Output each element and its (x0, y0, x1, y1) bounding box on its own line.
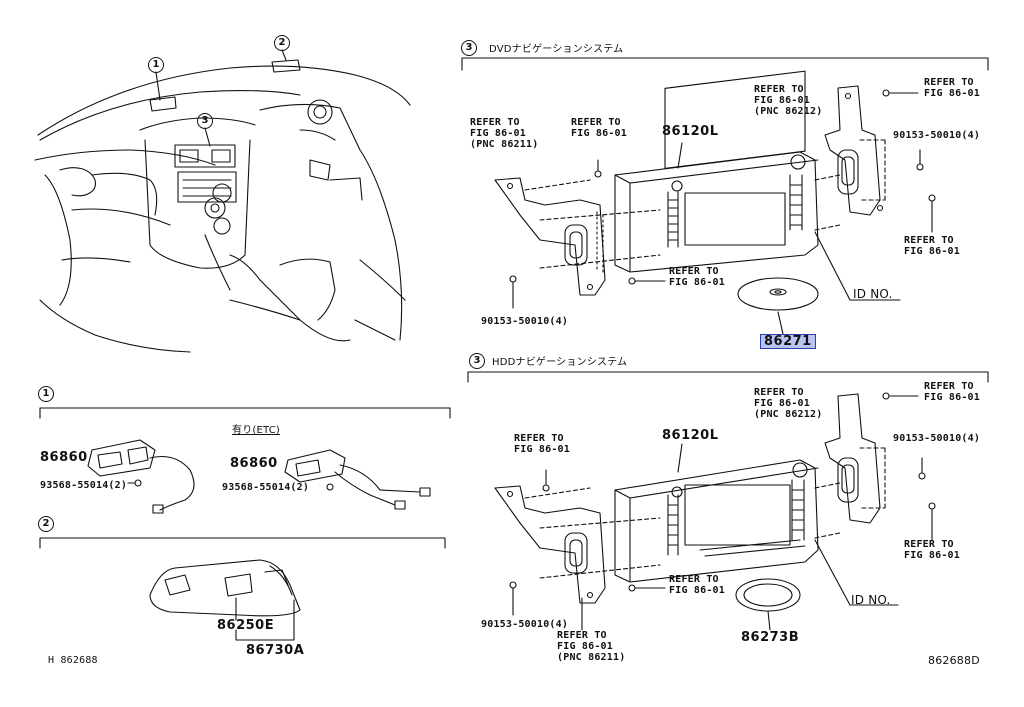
dvd-screw-left: 90153-50010(4) (481, 316, 569, 327)
section-2-number: 2 (38, 516, 54, 532)
dvd-ref-right-lower: REFER TO FIG 86-01 (904, 235, 960, 257)
dashboard-illustration (34, 49, 411, 353)
part-86730a: 86730A (246, 643, 305, 658)
hdd-part-86120l: 86120L (662, 428, 719, 443)
disc-part-86271[interactable]: 86271 (760, 334, 816, 349)
etc-label: 有り(ETC) (232, 425, 281, 436)
etc-unit-b-illustration (284, 449, 431, 510)
hdd-ref-bottom-mid: REFER TO FIG 86-01 (669, 574, 725, 596)
dvd-ref-top-right: REFER TO FIG 86-01 (PNC 86212) (754, 84, 823, 117)
hdd-ref-bottom-left: REFER TO FIG 86-01 (PNC 86211) (557, 630, 626, 663)
hdd-id-no-label: ID NO. (851, 593, 891, 607)
screw-93568-b: 93568-55014(2) (222, 482, 310, 493)
dvd-ref-bottom-mid: REFER TO FIG 86-01 (669, 266, 725, 288)
part-86860-a: 86860 (40, 450, 88, 465)
part-86250e: 86250E (217, 618, 275, 633)
page-code-right: 862688D (928, 654, 980, 667)
hdd-ref-far-right: REFER TO FIG 86-01 (924, 381, 980, 403)
hdd-ref-right-lower: REFER TO FIG 86-01 (904, 539, 960, 561)
section-1-number: 1 (38, 386, 54, 402)
dvd-part-86120l: 86120L (662, 124, 719, 139)
section-3-dvd-title: DVDナビゲーションシステム (489, 44, 624, 55)
hdd-ref-left-upper: REFER TO FIG 86-01 (514, 433, 570, 455)
page-code-left: H 862688 (48, 655, 98, 666)
room-lamp-illustration (149, 559, 301, 641)
hdd-screw-right: 90153-50010(4) (893, 433, 981, 444)
callout-3: 3 (197, 113, 213, 129)
callout-2: 2 (274, 35, 290, 51)
hdd-ref-top-right: REFER TO FIG 86-01 (PNC 86212) (754, 387, 823, 420)
section-3-hdd-number: 3 (469, 353, 485, 369)
hdd-screw-left: 90153-50010(4) (481, 619, 569, 630)
dvd-navigation-illustration (494, 70, 936, 335)
dvd-ref-mid-upper: REFER TO FIG 86-01 (571, 117, 627, 139)
dvd-ref-left-upper: REFER TO FIG 86-01 (PNC 86211) (470, 117, 539, 150)
ring-part-86273b: 86273B (741, 630, 800, 645)
dvd-ref-far-right: REFER TO FIG 86-01 (924, 77, 980, 99)
part-86860-b: 86860 (230, 456, 278, 471)
screw-93568-a: 93568-55014(2) (40, 480, 128, 491)
dvd-screw-right: 90153-50010(4) (893, 130, 981, 141)
callout-1: 1 (148, 57, 164, 73)
hdd-navigation-illustration (494, 392, 936, 631)
dvd-id-no-label: ID NO. (853, 287, 893, 301)
section-3-hdd-title: HDDナビゲーションシステム (492, 357, 628, 368)
etc-unit-a-illustration (87, 439, 195, 514)
section-3-dvd-number: 3 (461, 40, 477, 56)
